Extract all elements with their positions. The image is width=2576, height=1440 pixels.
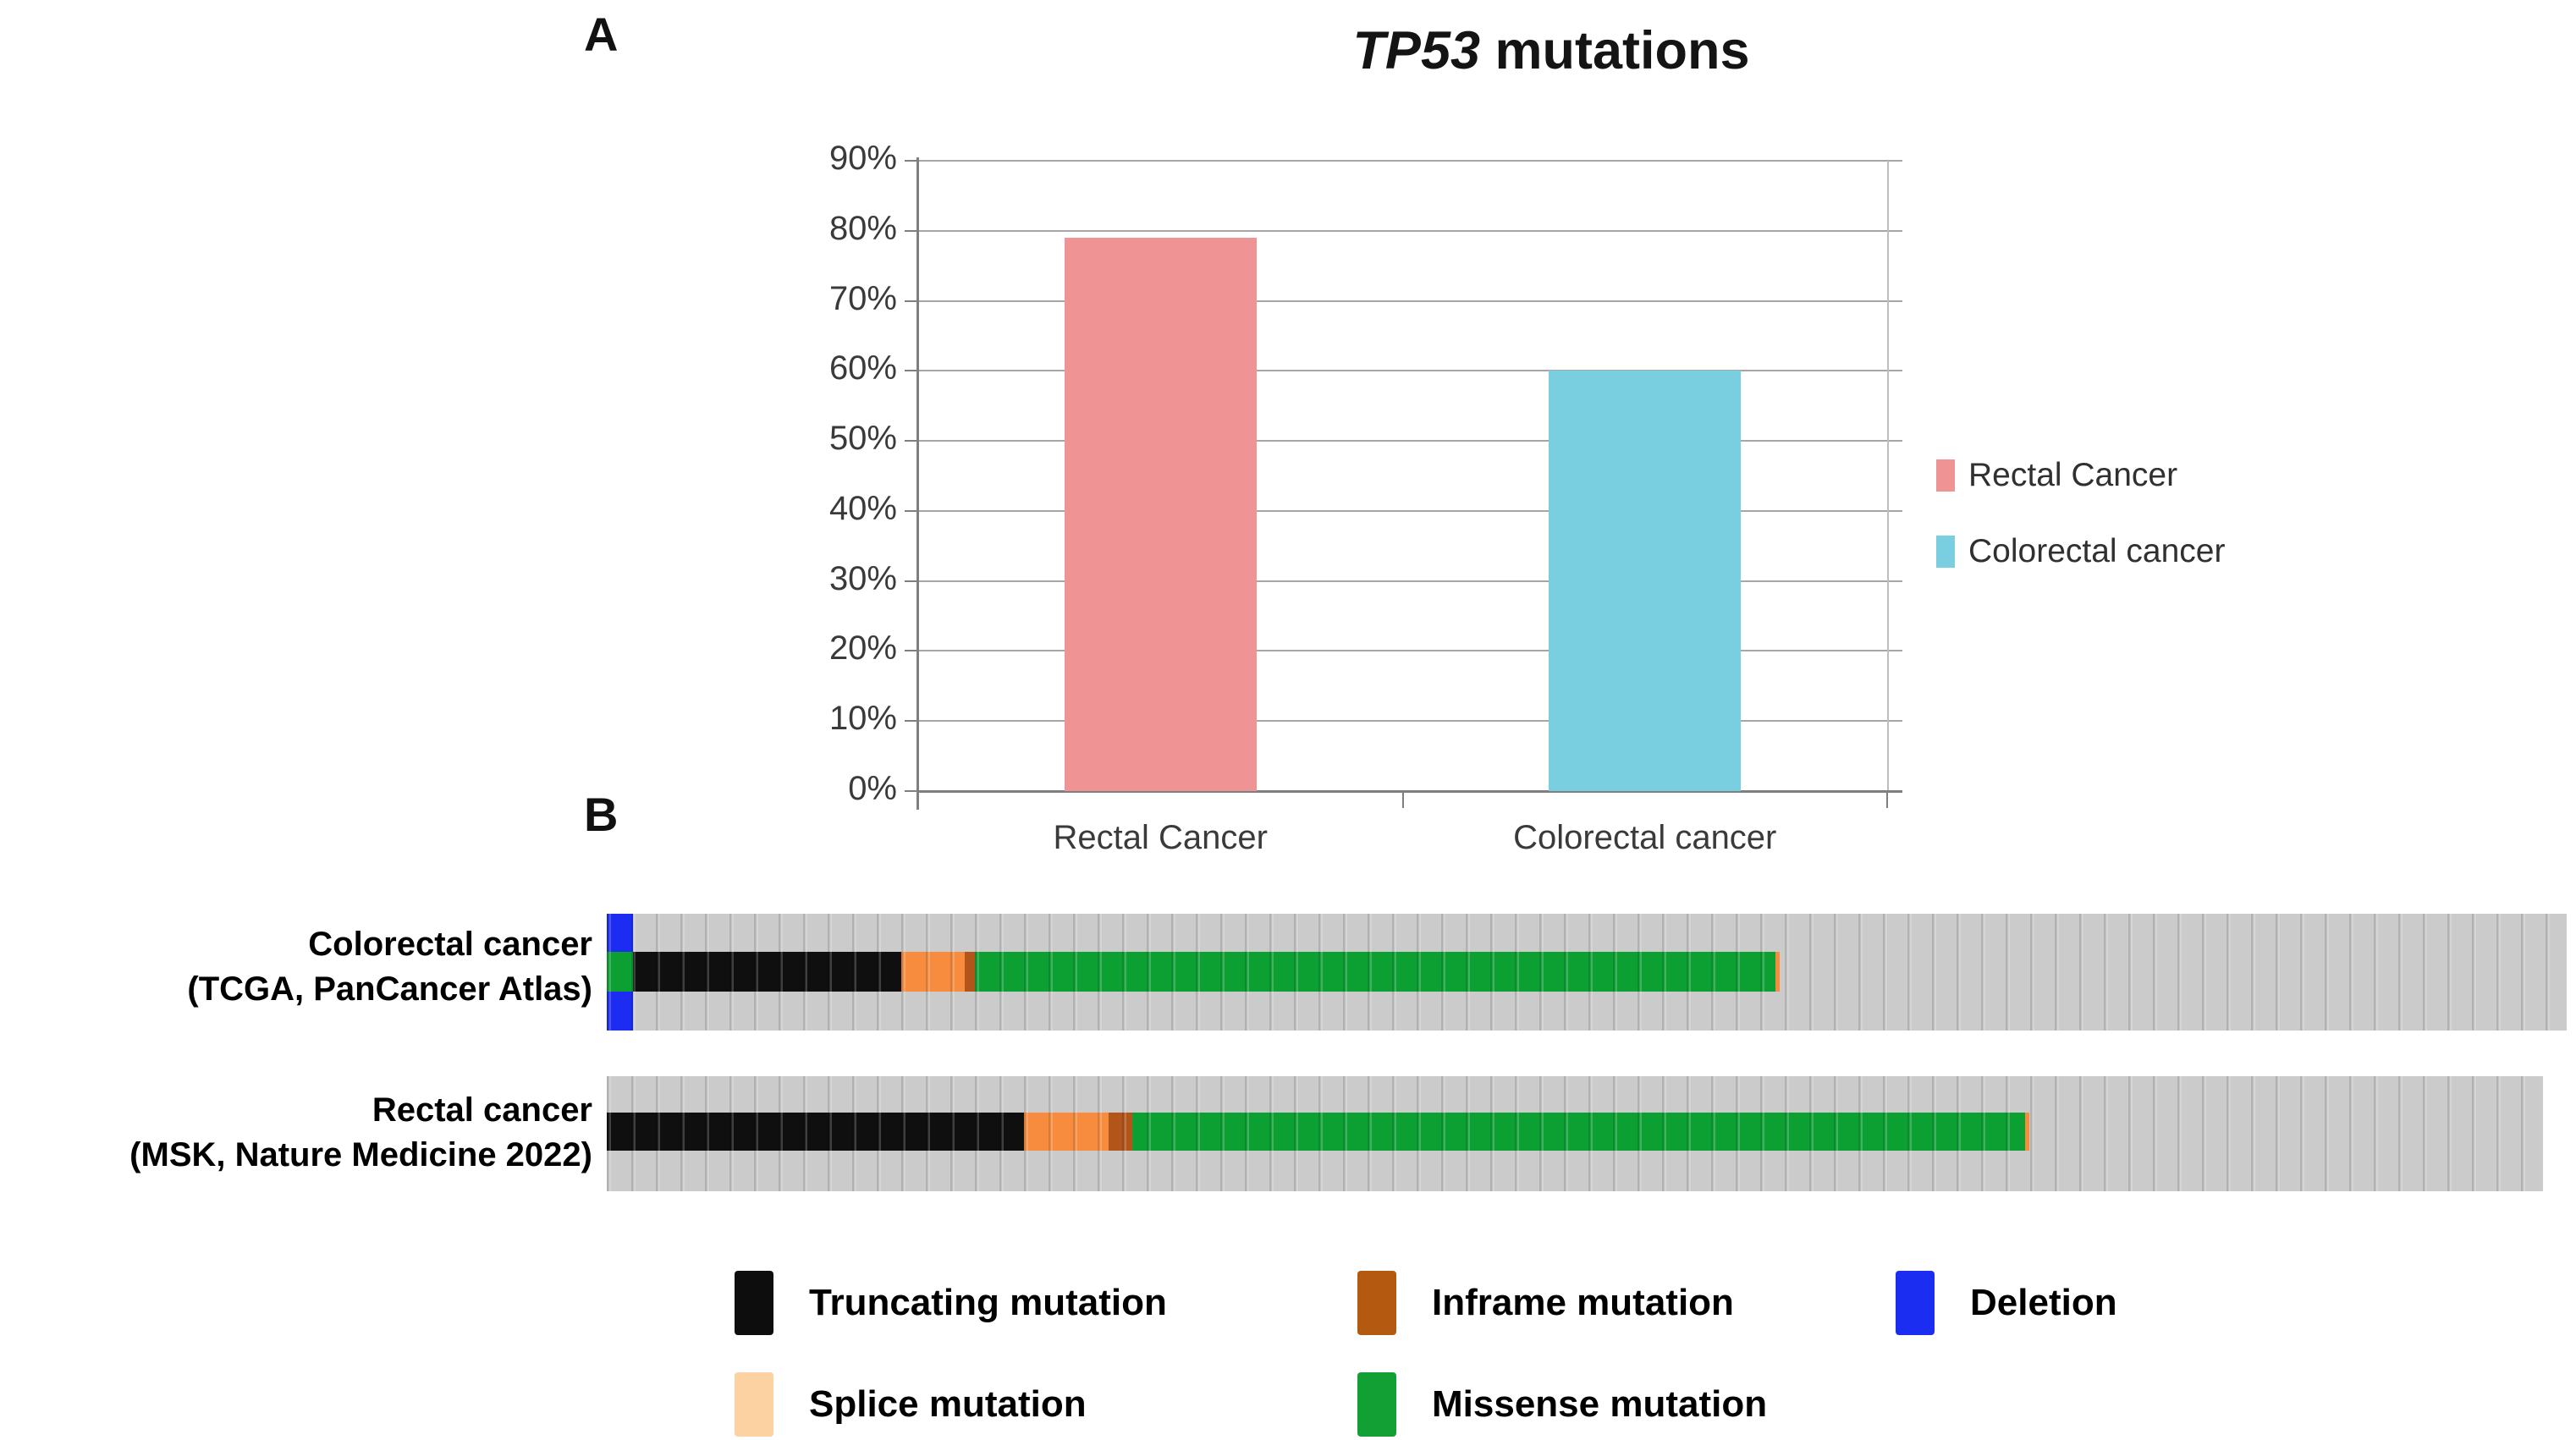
bar-1 [1549,371,1742,791]
legend-b-label-3: Splice mutation [809,1383,1087,1425]
ytick-mark-30 [905,580,918,582]
ytick-label-70: 70% [828,279,897,317]
legend-a-label-1: Colorectal cancer [1968,533,2226,569]
legend-b-label-0: Truncating mutation [809,1282,1167,1323]
gridline-10 [918,720,1902,723]
track-0-band-segment-3-inframe [964,952,975,992]
legend-b-label-1: Inframe mutation [1432,1282,1734,1323]
ytick-label-40: 40% [828,489,897,527]
legend-b-swatch-3 [735,1372,773,1437]
legend-b-swatch-2 [1896,1271,1935,1335]
track-1-band-segment-1-splice [1024,1113,1109,1151]
ytick-mark-60 [905,370,918,372]
ytick-mark-50 [905,440,918,442]
ytick-label-60: 60% [828,349,897,387]
legend-a-item-0: Rectal Cancer [1936,457,2177,494]
track-label-0: Colorectal cancer (TCGA, PanCancer Atlas) [0,922,592,1012]
ytick-mark-90 [905,160,918,162]
track-0-band-segment-2-splice [901,952,965,992]
track-1-band-segment-2-inframe [1109,1113,1132,1151]
gridline-90 [918,160,1902,162]
gene-name: TP53 [1352,21,1481,80]
panel-b-label: B [584,788,619,841]
legend-b-swatch-4 [1357,1372,1396,1437]
legend-b-swatch-1 [1357,1271,1396,1335]
ytick-label-0: 0% [848,770,897,807]
legend-a-label-0: Rectal Cancer [1968,457,2178,493]
category-label-1: Colorectal cancer [1513,819,1777,856]
ytick-mark-70 [905,300,918,302]
legend-a-swatch-1 [1936,536,1955,568]
track-0-band-segment-1-truncating [633,952,902,992]
track-0-label-line1: Colorectal cancer [308,926,592,963]
track-1-band-segment-0-truncating [607,1113,1025,1151]
bar-chart-title: TP53 mutations [1043,20,2059,81]
track-0-label-line2: (TCGA, PanCancer Atlas) [187,970,592,1008]
track-1 [607,1076,2543,1191]
ytick-label-90: 90% [828,140,897,177]
ytick-mark-0 [905,790,918,792]
legend-b-swatch-0 [735,1271,773,1335]
track-0 [607,914,2567,1031]
ytick-label-10: 10% [828,700,897,738]
track-label-1: Rectal cancer (MSK, Nature Medicine 2022) [0,1088,592,1178]
ytick-label-20: 20% [828,629,897,668]
legend-b-label-2: Deletion [1970,1282,2117,1323]
ytick-mark-40 [905,509,918,512]
panel-a-label: A [584,8,619,61]
ytick-mark-80 [905,229,918,232]
legend-a-swatch-0 [1936,459,1955,492]
track-0-band-segment-5-splice [1775,952,1781,992]
title-rest: mutations [1480,21,1750,80]
gridline-70 [918,300,1902,302]
track-0-band-segment-0-missense [607,952,634,992]
plot-right-border [1887,161,1889,791]
ytick-label-80: 80% [828,209,897,247]
ytick-label-50: 50% [828,420,897,458]
x-axis-tick-1 [1401,791,1404,808]
gridline-50 [918,440,1902,442]
ytick-mark-10 [905,720,918,723]
track-0-band-segment-4-missense [974,952,1776,992]
y-axis-line [916,157,919,810]
gridline-60 [918,370,1902,372]
ytick-label-30: 30% [828,559,897,597]
category-label-0: Rectal Cancer [1053,819,1268,856]
gridline-30 [918,580,1902,582]
x-axis-line [918,790,1902,793]
track-1-band-segment-3-missense [1131,1113,2025,1151]
x-axis-tick-0 [917,791,919,808]
legend-a-item-1: Colorectal cancer [1936,533,2225,570]
gridline-40 [918,509,1902,512]
track-1-label-line2: (MSK, Nature Medicine 2022) [129,1136,592,1173]
legend-b-label-4: Missense mutation [1432,1383,1768,1425]
x-axis-tick-2 [1886,791,1888,808]
track-1-band-segment-4-splice [2024,1113,2029,1151]
ytick-mark-20 [905,650,918,652]
gridline-20 [918,650,1902,652]
track-1-label-line1: Rectal cancer [372,1091,592,1129]
bar-0 [1064,238,1257,791]
gridline-80 [918,229,1902,232]
